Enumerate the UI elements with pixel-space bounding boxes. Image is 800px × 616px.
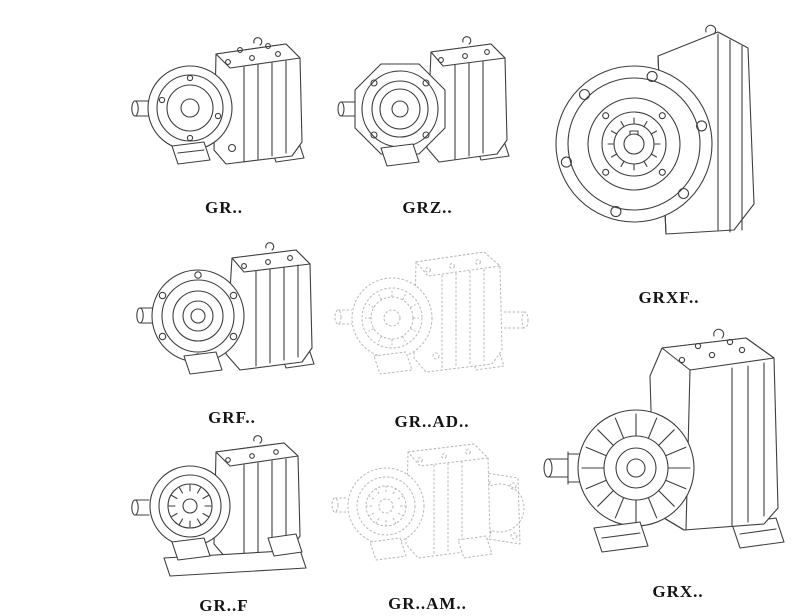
gearbox-drawing-grx [543,328,785,553]
figure-label-grz: GRZ.. [402,198,453,217]
figure-gr-f: GR..F [128,426,320,616]
gearbox-drawing-gr-am [331,443,525,561]
figure-label-gr: GR.. [205,198,243,217]
figure-grf: GRF.. [132,228,332,428]
gearbox-drawing-grxf [555,24,755,235]
gearbox-drawing-gr [131,37,305,165]
gear-reducer-catalog-page: GR.. GRZ.. [128,16,800,615]
figure-label-grf: GRF.. [208,408,256,427]
figure-label-gr-ad: GR..AD.. [394,412,470,431]
figure-gr-ad: GR..AD.. [332,228,532,432]
figure-label-gr-f: GR..F [199,596,249,615]
gearbox-drawing-grz [337,36,510,167]
figure-grxf: GRXF.. [538,16,800,308]
figure-gr-am: GR..AM.. [330,420,525,614]
figure-label-grxf: GRXF.. [638,288,700,307]
figure-label-grx: GRX.. [652,582,704,601]
gearbox-drawing-gr-f [131,435,307,577]
gearbox-drawing-grf [136,242,315,375]
gearbox-drawing-gr-ad [334,251,529,375]
figure-grz: GRZ.. [335,22,520,218]
figure-label-gr-am: GR..AM.. [388,594,467,613]
figure-gr: GR.. [128,22,320,218]
figure-grx: GRX.. [536,316,800,602]
